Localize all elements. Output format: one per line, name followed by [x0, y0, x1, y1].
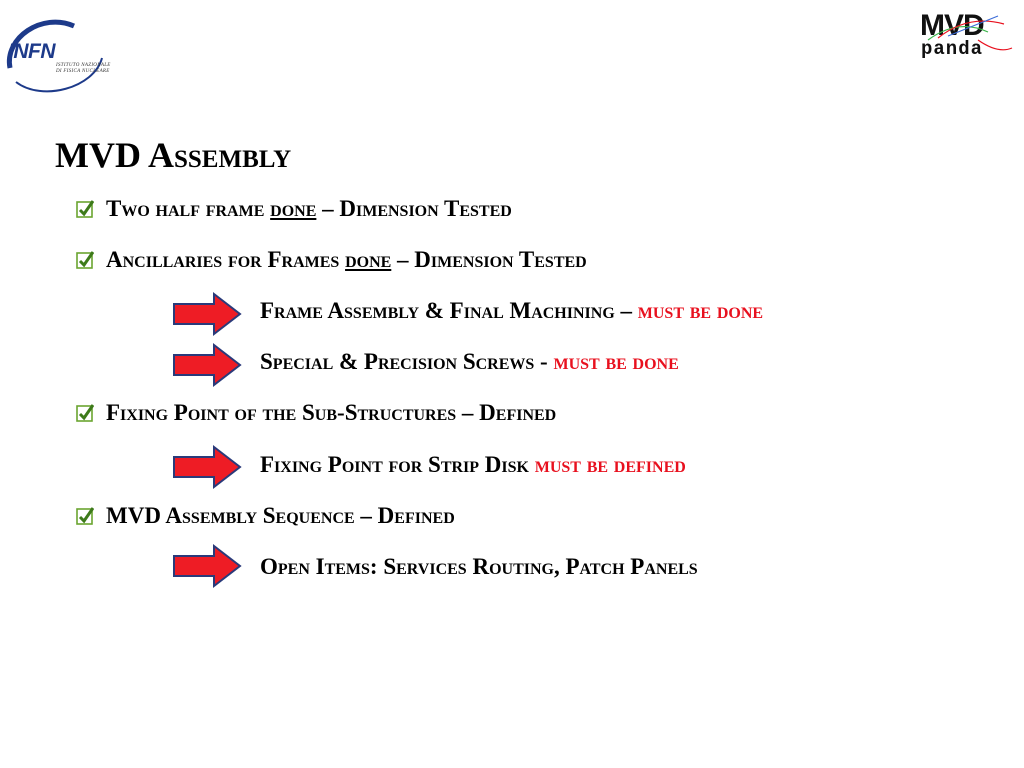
bullet-item-2: Ancillaries for Frames done – Dimension …	[106, 246, 587, 274]
mvd-logo-tracks	[927, 15, 1013, 51]
sub-item-strip-disk-text: Fixing Point for Strip Disk	[260, 452, 535, 477]
right-arrow-icon	[173, 291, 242, 337]
bullet-item-3: Fixing Point of the Sub-Structures – Def…	[106, 400, 557, 425]
infn-subtitle-line1: ISTITUTO NAZIONALE	[56, 63, 111, 68]
bullet-item-4: MVD Assembly Sequence – Defined	[106, 503, 455, 528]
bullet-item-1-text: Two half frame	[106, 196, 271, 221]
infn-logo-subtitle: ISTITUTO NAZIONALE DI FISICA NUCLEARE	[56, 63, 111, 75]
right-arrow-icon	[173, 444, 242, 490]
sub-item-frame-assembly: Frame Assembly & Final Machining – must …	[260, 297, 763, 325]
sub-item-strip-disk: Fixing Point for Strip Disk must be defi…	[260, 451, 686, 479]
sub-item-frame-assembly-text: Frame Assembly & Final Machining –	[260, 298, 638, 323]
slide-title: MVD Assembly	[55, 135, 292, 175]
checkbox-checked-icon	[76, 200, 94, 218]
mvd-panda-logo: MVD panda	[918, 10, 1014, 64]
sub-item-open-items: Open Items: Services Routing, Patch Pane…	[260, 554, 698, 579]
sub-item-strip-disk-status: must be defined	[534, 452, 686, 477]
bullet-item-2-tail: – Dimension Tested	[391, 247, 587, 272]
sub-item-special-screws-status: must be done	[553, 349, 679, 374]
checkbox-checked-icon	[76, 507, 94, 525]
infn-subtitle-line2: DI FISICA NUCLEARE	[56, 69, 110, 74]
bullet-item-2-text: Ancillaries for Frames	[106, 247, 346, 272]
checkbox-checked-icon	[76, 404, 94, 422]
right-arrow-icon	[173, 543, 242, 589]
checkbox-checked-icon	[76, 251, 94, 269]
infn-logo	[2, 8, 110, 104]
bullet-item-1-tail: – Dimension Tested	[316, 196, 512, 221]
sub-item-frame-assembly-status: must be done	[637, 298, 764, 323]
bullet-item-2-done: done	[345, 247, 392, 272]
sub-item-special-screws: Special & Precision Screws - must be don…	[260, 348, 679, 376]
infn-logo-swoosh	[6, 19, 103, 93]
sub-item-special-screws-text: Special & Precision Screws -	[260, 349, 554, 374]
bullet-item-1-done: done	[270, 196, 317, 221]
bullet-item-1: Two half frame done – Dimension Tested	[106, 195, 512, 223]
infn-logo-text: INFN	[8, 40, 56, 63]
right-arrow-icon	[173, 342, 242, 388]
panda-logo-text: panda	[921, 38, 984, 60]
